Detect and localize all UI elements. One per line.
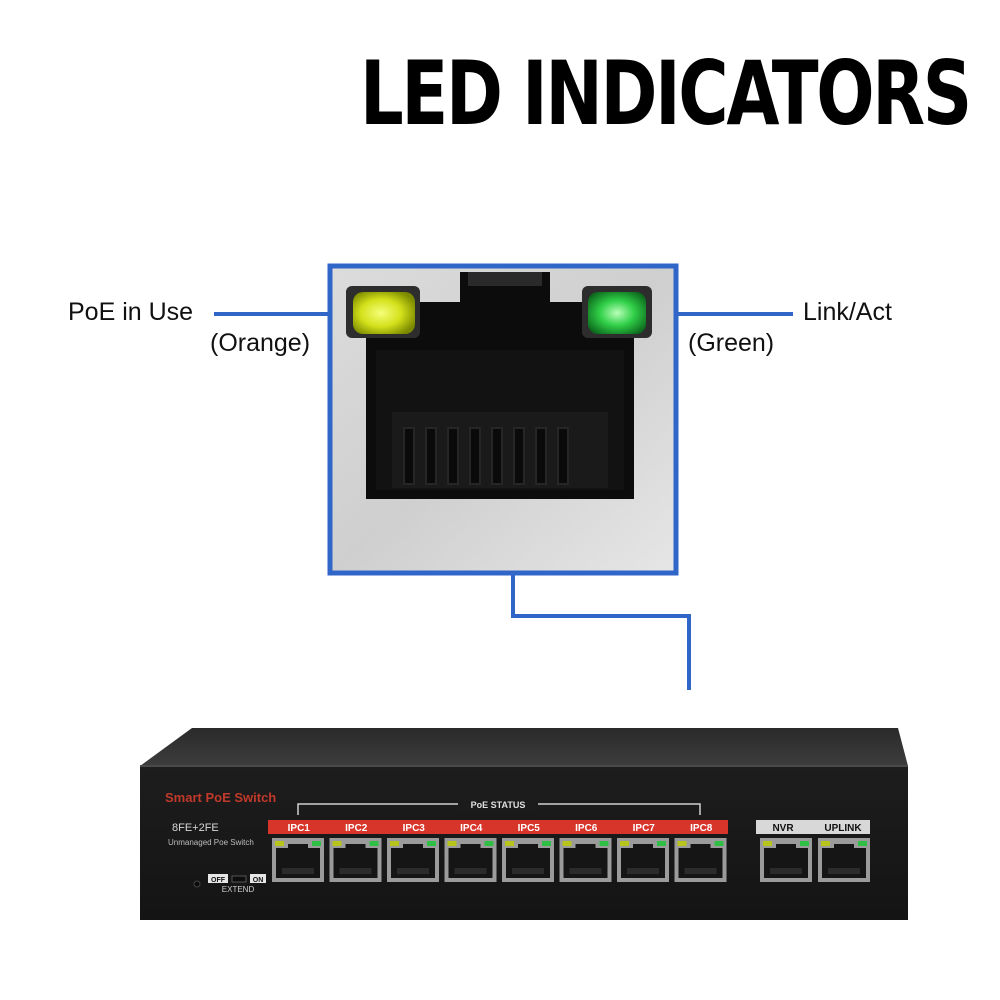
switch-brand: Smart PoE Switch <box>165 790 276 805</box>
extend-on-label: ON <box>253 877 264 884</box>
poe-status-label: PoE STATUS <box>471 800 526 810</box>
uplink-port <box>818 838 870 882</box>
port-label-2: IPC2 <box>345 823 368 834</box>
port-label-7: IPC7 <box>633 823 656 834</box>
poe-switch: Smart PoE Switch 8FE+2FE Unmanaged Poe S… <box>140 728 908 920</box>
extend-label: EXTEND <box>222 885 255 894</box>
ethernet-port-8 <box>674 838 727 882</box>
ethernet-port-1 <box>272 838 324 882</box>
ethernet-port-3 <box>387 838 439 882</box>
switch-model-sub: Unmanaged Poe Switch <box>168 838 254 847</box>
port-label-6: IPC6 <box>575 823 598 834</box>
uplink-port-label: UPLINK <box>824 823 862 834</box>
port-label-8: IPC8 <box>690 823 713 834</box>
ethernet-port-7 <box>617 838 669 882</box>
connector-line <box>511 574 691 690</box>
ethernet-port-6 <box>559 838 612 882</box>
port-label-5: IPC5 <box>518 823 541 834</box>
nvr-port <box>760 838 812 882</box>
poe-color-label: (Orange) <box>210 329 311 357</box>
port-label-4: IPC4 <box>460 823 483 834</box>
ethernet-port-5 <box>502 838 554 882</box>
port-label-1: IPC1 <box>288 823 311 834</box>
switch-model: 8FE+2FE <box>172 822 219 834</box>
port-label-3: IPC3 <box>403 823 426 834</box>
poe-led <box>353 292 415 334</box>
nvr-port-label: NVR <box>772 823 794 834</box>
ethernet-port-2 <box>329 838 382 882</box>
page-title: LED INDICATORS <box>360 42 972 145</box>
link-led <box>588 292 646 334</box>
link-color-label: (Green) <box>688 329 775 357</box>
poe-in-use-label: PoE in Use <box>68 298 194 326</box>
extend-off-label: OFF <box>211 877 226 884</box>
port-closeup <box>327 263 679 576</box>
ethernet-port-4 <box>444 838 497 882</box>
link-act-label: Link/Act <box>803 298 892 326</box>
